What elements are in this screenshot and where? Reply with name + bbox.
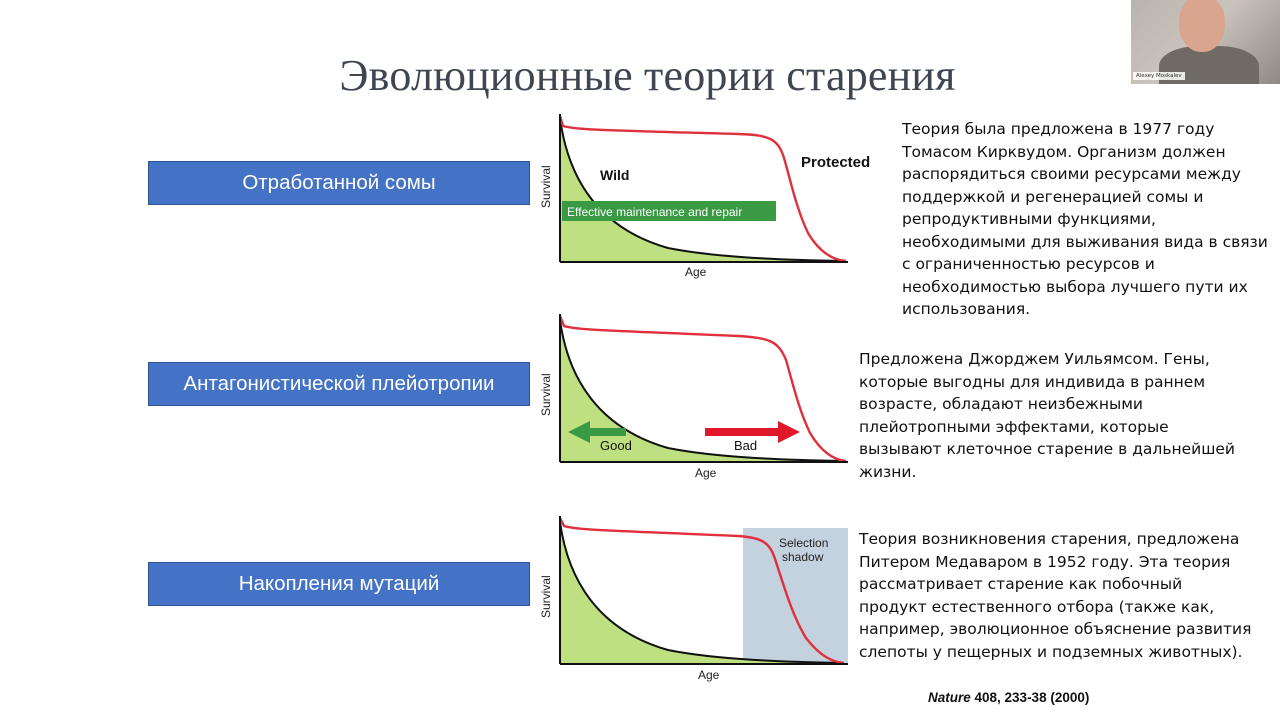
good-arrow — [568, 421, 626, 443]
wild-survival-area — [560, 320, 843, 461]
theory-box-disposable-soma: Отработанной сомы — [148, 161, 530, 205]
selection-shadow-label-2: shadow — [782, 550, 824, 564]
maintenance-bar — [562, 201, 776, 221]
survival-graph-antagonistic-pleiotropy: Good Bad Age Survival — [538, 308, 898, 483]
selection-shadow-label-1: Selection — [779, 536, 828, 550]
participant-name: Alexey Moskalev — [1133, 72, 1185, 80]
slide-title: Эволюционные теории старения — [339, 51, 956, 100]
x-axis-label: Age — [685, 265, 707, 279]
citation-details: 408, 233-38 (2000) — [970, 690, 1090, 705]
wild-survival-curve — [559, 521, 844, 664]
wild-survival-area — [560, 522, 843, 663]
y-axis-label: Survival — [539, 165, 553, 208]
speaker-head — [1179, 0, 1225, 52]
wild-survival-curve — [559, 319, 844, 462]
x-axis-label: Age — [695, 466, 717, 480]
description-disposable-soma: Теория была предложена в 1977 году Томас… — [902, 120, 1268, 318]
citation: Nature 408, 233-38 (2000) — [928, 690, 1089, 705]
wild-label: Wild — [600, 167, 629, 183]
survival-graph-mutation-accumulation: Selection shadow Age Survival — [538, 510, 898, 685]
protected-survival-curve — [558, 115, 847, 263]
wild-survival-area — [560, 118, 843, 261]
citation-journal: Nature — [928, 690, 971, 705]
description-antagonistic-pleiotropy: Предложена Джорджем Уильямсом. Гены, кот… — [859, 350, 1235, 481]
theory-box-antagonistic-pleiotropy: Антагонистической плейотропии — [148, 362, 530, 406]
y-axis-label: Survival — [539, 373, 553, 416]
selection-shadow-region — [743, 528, 848, 664]
y-axis-label: Survival — [539, 575, 553, 618]
description-mutation-accumulation: Теория возникновения старения, предложен… — [859, 530, 1252, 661]
protected-survival-curve — [558, 517, 845, 665]
protected-label: Protected — [801, 154, 870, 171]
protected-survival-curve — [558, 315, 847, 463]
bad-arrow — [705, 421, 800, 443]
theory-box-mutation-accumulation: Накопления мутаций — [148, 562, 530, 606]
webcam-video-tile[interactable]: Alexey Moskalev — [1131, 0, 1280, 84]
survival-graph-disposable-soma: Effective maintenance and repair Wild Pr… — [538, 108, 898, 283]
bad-label: Bad — [734, 438, 757, 453]
wild-survival-curve — [559, 117, 844, 262]
x-axis-label: Age — [698, 668, 720, 682]
maintenance-label: Effective maintenance and repair — [567, 205, 742, 219]
good-label: Good — [600, 438, 632, 453]
